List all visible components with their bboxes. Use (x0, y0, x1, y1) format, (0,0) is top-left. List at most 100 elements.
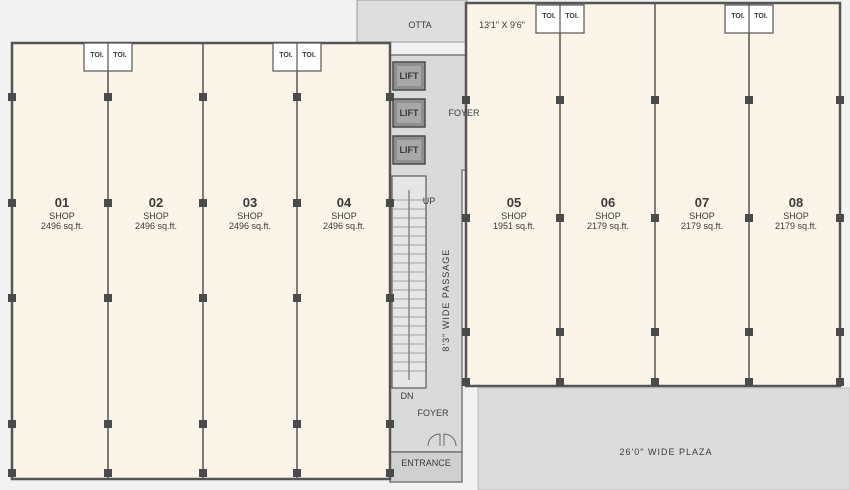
shop-type: SHOP (501, 210, 527, 221)
structural-column (104, 199, 112, 207)
toilet-label: TOI. (754, 13, 768, 20)
structural-column (386, 199, 394, 207)
shop-number: 05 (506, 195, 522, 210)
structural-column (104, 469, 112, 477)
structural-column (462, 378, 470, 386)
structural-column (8, 294, 16, 302)
structural-column (386, 469, 394, 477)
structural-column (651, 378, 659, 386)
shop-number: 04 (336, 195, 352, 210)
plaza-area (477, 387, 850, 490)
structural-column (199, 420, 207, 428)
shop-number: 02 (148, 195, 164, 210)
passage-label: 8'3" WIDE PASSAGE (440, 248, 451, 352)
structural-column (386, 93, 394, 101)
toilet-label: TOI. (731, 13, 745, 20)
structural-column (199, 93, 207, 101)
left-shop-block (10, 41, 392, 481)
plaza-label: 26'0" WIDE PLAZA (619, 447, 713, 457)
structural-column (8, 199, 16, 207)
structural-column (556, 328, 564, 336)
lift-label: LIFT (399, 108, 419, 118)
shop-type: SHOP (237, 210, 263, 221)
structural-column (386, 294, 394, 302)
structural-column (8, 420, 16, 428)
shop-08-label: 08 SHOP 2179 sq.ft. (751, 195, 841, 232)
lift-label: LIFT (399, 145, 419, 155)
otta-area (356, 0, 468, 43)
shop-area: 2179 sq.ft. (586, 221, 630, 232)
shop-05-label: 05 SHOP 1951 sq.ft. (469, 195, 559, 232)
structural-column (293, 93, 301, 101)
structural-column (556, 96, 564, 104)
shop-number: 08 (788, 195, 804, 210)
shop-area: 2496 sq.ft. (40, 221, 84, 232)
shop-type: SHOP (595, 210, 621, 221)
shop-area: 1951 sq.ft. (492, 221, 536, 232)
structural-column (651, 96, 659, 104)
structural-column (836, 378, 844, 386)
otta-label: OTTA (408, 20, 432, 30)
shop-area: 2496 sq.ft. (322, 221, 366, 232)
structural-column (293, 294, 301, 302)
stair-up-label: UP (422, 196, 436, 206)
shop-type: SHOP (49, 210, 75, 221)
structural-column (745, 328, 753, 336)
shop-04-label: 04 SHOP 2496 sq.ft. (299, 195, 389, 232)
structural-column (745, 96, 753, 104)
structural-column (462, 96, 470, 104)
structural-column (386, 420, 394, 428)
toilet-label: TOI. (542, 13, 556, 20)
structural-column (836, 214, 844, 222)
structural-column (199, 294, 207, 302)
shop-area: 2496 sq.ft. (134, 221, 178, 232)
stair-down-label: DN (400, 391, 414, 401)
structural-column (8, 93, 16, 101)
structural-column (651, 214, 659, 222)
shop-area: 2496 sq.ft. (228, 221, 272, 232)
shop-number: 06 (600, 195, 616, 210)
otta-size-label: 13'1" X 9'6" (479, 20, 525, 30)
foyer-bottom-label: FOYER (417, 408, 449, 418)
structural-column (462, 214, 470, 222)
shop-07-label: 07 SHOP 2179 sq.ft. (657, 195, 747, 232)
toilet-label: TOI. (90, 52, 104, 59)
shop-area: 2179 sq.ft. (680, 221, 724, 232)
structural-column (104, 93, 112, 101)
shop-type: SHOP (331, 210, 357, 221)
structural-column (293, 469, 301, 477)
shop-type: SHOP (143, 210, 169, 221)
shop-03-label: 03 SHOP 2496 sq.ft. (205, 195, 295, 232)
structural-column (556, 214, 564, 222)
structural-column (462, 328, 470, 336)
structural-column (199, 199, 207, 207)
structural-column (651, 328, 659, 336)
entrance-area (389, 451, 463, 483)
shop-number: 03 (242, 195, 258, 210)
shop-01-label: 01 SHOP 2496 sq.ft. (17, 195, 107, 232)
structural-column (836, 328, 844, 336)
structural-column (104, 294, 112, 302)
entrance-label: ENTRANCE (401, 458, 451, 468)
structural-column (293, 199, 301, 207)
toilet-label: TOI. (279, 52, 293, 59)
shop-type: SHOP (689, 210, 715, 221)
structural-column (745, 214, 753, 222)
structural-column (104, 420, 112, 428)
shop-type: SHOP (783, 210, 809, 221)
structural-column (199, 469, 207, 477)
structural-column (293, 420, 301, 428)
structural-column (745, 378, 753, 386)
structural-column (836, 96, 844, 104)
shop-number: 01 (54, 195, 70, 210)
structural-column (556, 378, 564, 386)
lift-label: LIFT (399, 71, 419, 81)
toilet-label: TOI. (565, 13, 579, 20)
shop-number: 07 (694, 195, 710, 210)
structural-column (8, 469, 16, 477)
toilet-label: TOI. (302, 52, 316, 59)
toilet-label: TOI. (113, 52, 127, 59)
shop-area: 2179 sq.ft. (774, 221, 818, 232)
